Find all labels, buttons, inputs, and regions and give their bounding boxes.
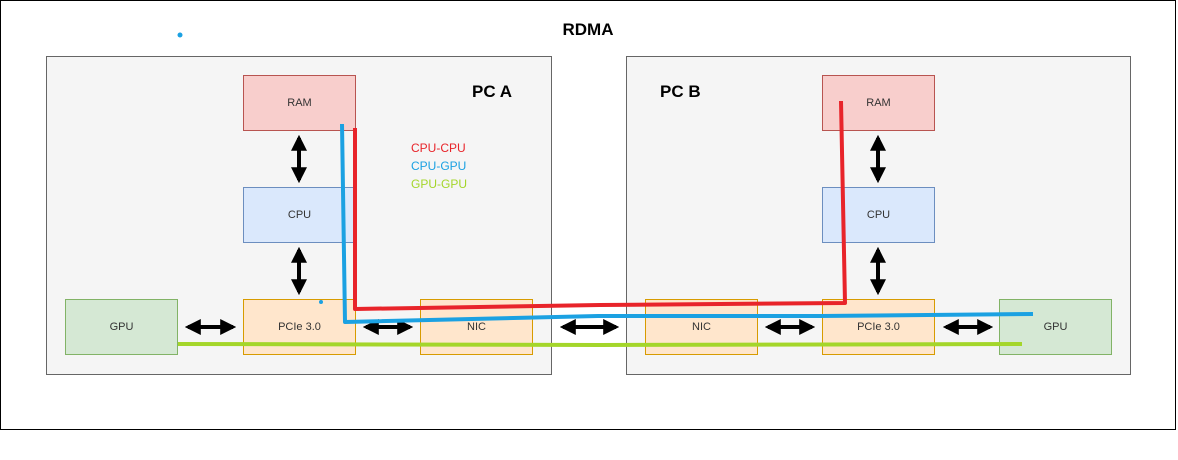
pc-b-cpu: CPU <box>822 187 935 243</box>
legend-cpu-cpu: CPU-CPU <box>411 141 466 155</box>
legend: CPU-CPU CPU-GPU GPU-GPU <box>411 139 467 193</box>
pc-a-pcie: PCIe 3.0 <box>243 299 356 355</box>
pc-b-nic: NIC <box>645 299 758 355</box>
pc-a-nic: NIC <box>420 299 533 355</box>
pc-b-ram: RAM <box>822 75 935 131</box>
pc-b-label: PC B <box>660 82 701 101</box>
pc-a-ram: RAM <box>243 75 356 131</box>
legend-gpu-gpu: GPU-GPU <box>411 177 468 191</box>
pc-a-gpu: GPU <box>65 299 178 355</box>
diagram-title: RDMA <box>562 20 614 39</box>
legend-cpu-gpu: CPU-GPU <box>411 159 467 173</box>
pc-a-label: PC A <box>472 82 512 101</box>
pc-a-cpu: CPU <box>243 187 356 243</box>
pc-b-pcie: PCIe 3.0 <box>822 299 935 355</box>
pc-b-gpu: GPU <box>999 299 1112 355</box>
